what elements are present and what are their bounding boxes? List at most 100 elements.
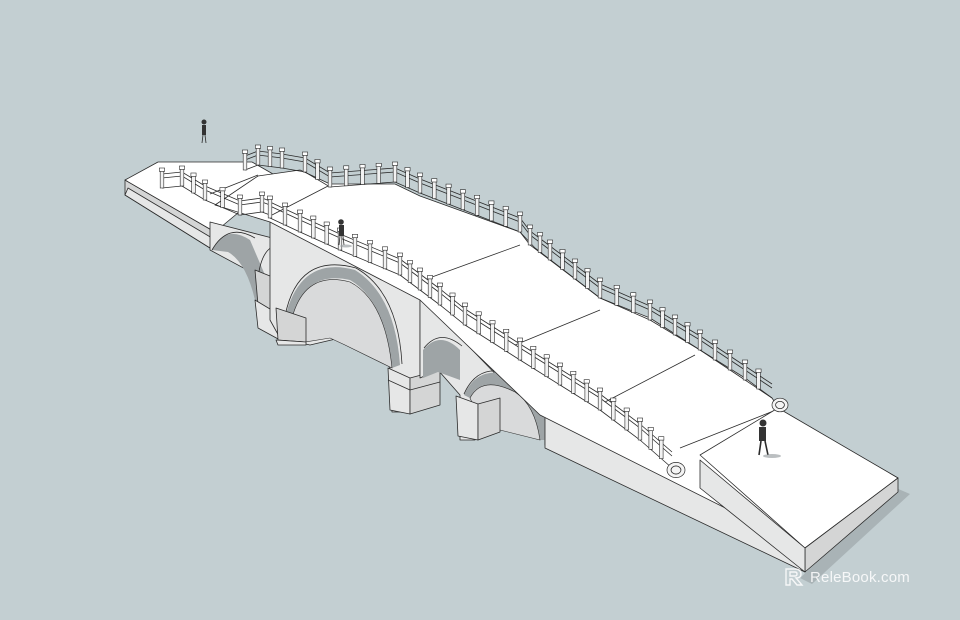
baluster-post-cap (302, 151, 308, 156)
baluster-post (503, 209, 508, 227)
baluster-post (560, 252, 565, 270)
baluster-post (360, 167, 365, 185)
baluster-post (382, 249, 388, 270)
baluster-post (727, 352, 733, 371)
baluster-post (572, 261, 578, 280)
baluster-post-cap (570, 370, 577, 375)
baluster-post (397, 255, 403, 276)
baluster-post-cap (431, 178, 438, 183)
baluster-post (324, 224, 329, 245)
baluster-post-cap (404, 167, 411, 172)
baluster-post-cap (392, 161, 398, 166)
baluster-post (712, 342, 718, 361)
person-figure-near (758, 419, 781, 458)
baluster-post (446, 186, 451, 205)
baluster-post (537, 235, 543, 253)
baluster-post-cap (517, 211, 523, 216)
baluster-post (697, 332, 703, 351)
baluster-post-cap (297, 209, 303, 214)
railing-end-stone (666, 462, 686, 479)
baluster-post (597, 280, 603, 299)
baluster-post-cap (190, 172, 197, 177)
baluster-post-cap (517, 337, 523, 342)
baluster-post (557, 365, 563, 386)
baluster-post-cap (623, 407, 630, 412)
ground-shadow (800, 488, 910, 584)
baluster-post-cap (427, 275, 433, 280)
watermark: ReleBook.com (783, 566, 910, 588)
railing-end-stone (771, 397, 789, 413)
baluster-post-cap (559, 249, 566, 254)
baluster-post (302, 154, 308, 173)
baluster-post-cap (242, 149, 248, 154)
baluster-post (407, 263, 413, 283)
baluster-post (504, 331, 509, 352)
baluster-post-cap (672, 314, 678, 319)
baluster-post-cap (572, 258, 578, 263)
baluster-post-cap (382, 246, 388, 251)
baluster-post (624, 410, 629, 431)
baluster-post (659, 439, 664, 460)
baluster-post-cap (475, 311, 482, 316)
baluster-post (637, 420, 643, 441)
baluster-post-cap (684, 322, 691, 327)
baluster-post (517, 214, 523, 233)
baluster-post-cap (282, 202, 288, 207)
baluster-post-cap (352, 234, 358, 239)
baluster-post (311, 218, 316, 239)
baluster-post (527, 227, 533, 246)
baluster-post (267, 149, 273, 167)
baluster-post-cap (343, 165, 350, 170)
baluster-post-cap (530, 345, 537, 350)
baluster-post-cap (449, 292, 456, 297)
baluster-post (432, 181, 437, 199)
baluster-post (571, 373, 576, 394)
baluster-post (202, 182, 208, 201)
baluster-post (392, 164, 398, 183)
baluster-post-cap (462, 302, 468, 307)
baluster-post-cap (323, 221, 330, 226)
baluster-post-cap (314, 159, 321, 164)
baluster-post (179, 168, 185, 187)
baluster-post (517, 340, 523, 361)
railing-end-stone-inner (670, 465, 682, 475)
watermark-text: ReleBook.com (810, 568, 910, 586)
baluster-post-cap (658, 436, 665, 441)
balustrades (159, 144, 789, 479)
baluster-post (648, 429, 653, 450)
baluster-post (474, 198, 480, 216)
baluster-post-cap (597, 387, 603, 392)
baluster-post-cap (445, 183, 452, 188)
baluster-post (267, 198, 273, 219)
baluster-post-cap (727, 349, 733, 354)
baluster-post (255, 147, 261, 166)
left-arch-span (209, 221, 281, 341)
baluster-post (585, 271, 590, 289)
baluster-post (476, 314, 481, 335)
baluster-post (352, 237, 358, 257)
baluster-post (611, 400, 616, 421)
baluster-post-cap (375, 163, 382, 168)
person-figure-middle (338, 219, 352, 248)
baluster-post (660, 310, 665, 328)
baluster-post (547, 242, 553, 261)
baluster-post (376, 166, 381, 184)
baluster-post-cap (437, 282, 443, 287)
baluster-post (282, 205, 288, 226)
baluster-post (672, 317, 678, 336)
baluster-post (531, 348, 536, 369)
baluster-post (490, 323, 495, 343)
baluster-post (597, 390, 603, 411)
baluster-post-cap (527, 224, 533, 229)
baluster-post (756, 371, 761, 390)
baluster-post (462, 305, 468, 326)
baluster-post-cap (159, 167, 165, 172)
baluster-post-cap (488, 200, 495, 205)
railing-end-stone-inner (775, 400, 785, 409)
baluster-post (315, 162, 320, 180)
baluster-post (344, 168, 349, 187)
baluster-post-cap (742, 359, 748, 364)
baluster-post-cap (267, 195, 273, 200)
